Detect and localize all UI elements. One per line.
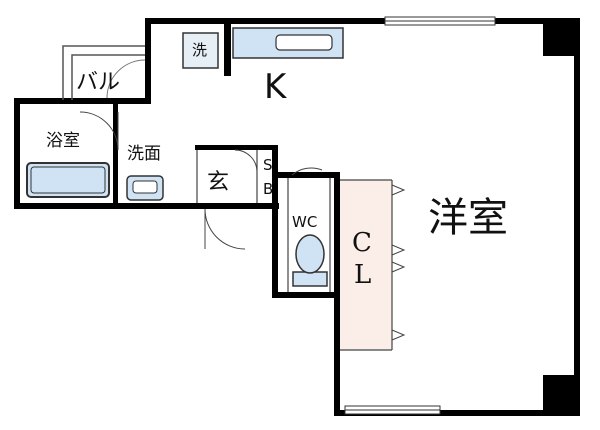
shoebox-b-label: B	[263, 180, 274, 198]
balcony-label: バル	[76, 70, 121, 95]
washer-label: 洗	[192, 41, 208, 59]
closet-c-label: C	[352, 228, 372, 258]
shoebox-s-label: S	[263, 156, 273, 174]
wc-label: WC	[292, 213, 318, 231]
closet-fill	[340, 180, 392, 350]
toilet-bowl	[295, 234, 325, 274]
western-room-label: 洋室	[428, 195, 508, 241]
closet-l-label: L	[354, 260, 372, 290]
bathtub	[26, 162, 110, 198]
toilet-tank	[292, 271, 328, 287]
washer-box	[182, 32, 219, 69]
entrance-label: 玄	[207, 170, 230, 195]
washroom-label: 洗面	[127, 144, 161, 164]
balcony-rail	[62, 45, 145, 100]
kitchen-label: K	[264, 67, 287, 107]
bath-label: 浴室	[46, 131, 80, 151]
